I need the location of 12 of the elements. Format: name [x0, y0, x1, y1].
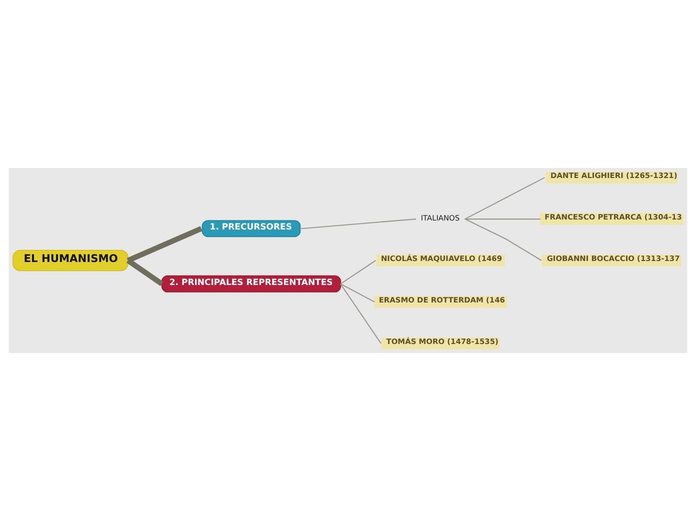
connector [126, 258, 164, 286]
connector [126, 226, 202, 262]
connector [464, 218, 542, 260]
node-box: EL HUMANISMO [12, 249, 128, 271]
connector [340, 282, 375, 302]
connector [340, 260, 376, 284]
connector [340, 283, 382, 344]
connector [464, 218, 540, 220]
connector [301, 218, 416, 229]
connector [464, 176, 545, 219]
node-box: 1. PRECURSORES [202, 220, 301, 237]
node-box: 2. PRINCIPALES REPRESENTANTES [161, 274, 342, 292]
